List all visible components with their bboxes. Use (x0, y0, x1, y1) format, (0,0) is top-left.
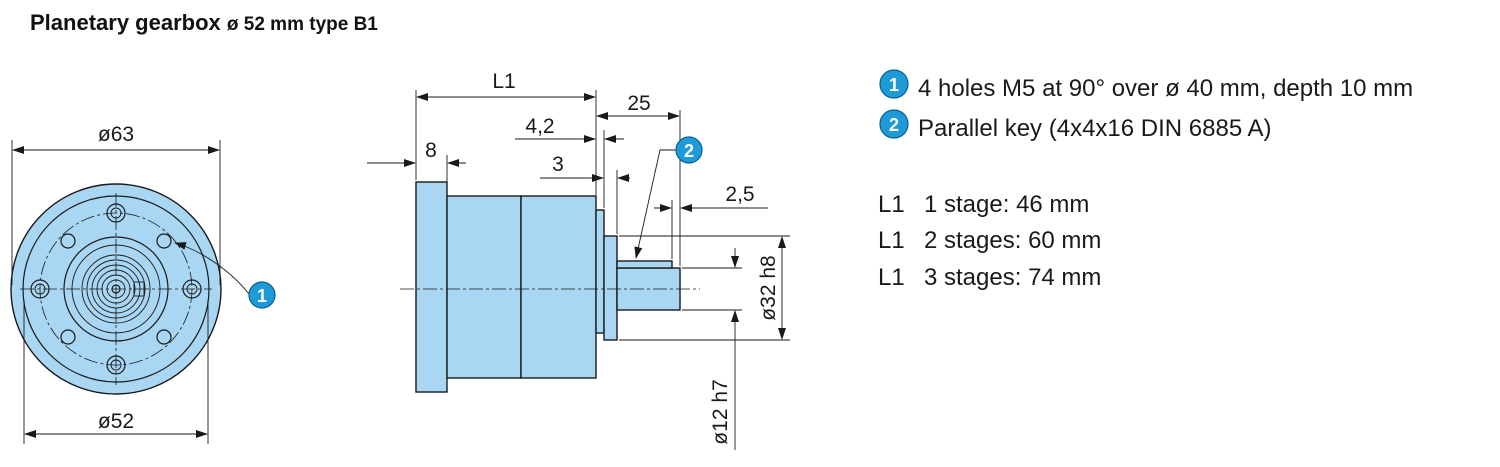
legend-note-2-text: Parallel key (4x4x16 DIN 6885 A) (918, 115, 1272, 142)
side-flange (415, 181, 448, 393)
side-collar (603, 235, 618, 341)
side-key (616, 260, 673, 269)
title-sub: ø 52 mm type B1 (226, 14, 378, 35)
legend-badge-1-label: 1 (889, 75, 899, 95)
front-m5-holes (30, 203, 202, 375)
dim-63-label: ø63 (98, 123, 134, 146)
legend-note-1: 1 4 holes M5 at 90° over ø 40 mm, depth … (879, 69, 1413, 102)
front-view: ø63 ø52 1 (10, 123, 276, 444)
legend-badge-2-label: 2 (889, 115, 899, 135)
dim-32-label: ø32 h8 (757, 255, 780, 320)
dim-12-label: ø12 h7 (709, 379, 732, 444)
dim-25-label: 25 (627, 92, 650, 115)
title-main: Planetary gearbox (30, 10, 221, 35)
side-housing-stage-1 (446, 195, 522, 379)
dim-3-label: 3 (552, 153, 564, 176)
callout-1-label-front: 1 (257, 286, 267, 306)
stage-2-text: 2 stages: 60 mm (924, 227, 1101, 254)
dim-8-label: 8 (425, 139, 437, 162)
dim-2-5-label: 2,5 (725, 183, 754, 206)
side-housing-stage-2 (520, 195, 597, 379)
dim-4-2-label: 4,2 (525, 115, 554, 138)
legend-stage-1: L1 1 stage: 46 mm (878, 191, 1089, 218)
stage-2-label: L1 (878, 227, 905, 254)
dim-52-label: ø52 (98, 410, 134, 433)
front-mounting-holes (60, 233, 172, 345)
legend-stage-3: L1 3 stages: 74 mm (878, 264, 1101, 291)
page-title: Planetary gearbox ø 52 mm type B1 (30, 6, 378, 42)
legend: 1 4 holes M5 at 90° over ø 40 mm, depth … (878, 69, 1413, 291)
side-view: L1 25 4,2 8 3 2,5 ø32 h8 (367, 70, 790, 450)
callout-2-badge-side (675, 136, 703, 164)
stage-1-label: L1 (878, 191, 905, 218)
callout-2-label-side: 2 (684, 141, 694, 161)
stage-1-text: 1 stage: 46 mm (924, 191, 1089, 218)
side-step (595, 209, 605, 334)
legend-badge-1 (879, 69, 909, 99)
stage-3-text: 3 stages: 74 mm (924, 264, 1101, 291)
legend-badge-2 (879, 109, 909, 139)
stage-3-label: L1 (878, 264, 905, 291)
legend-stage-2: L1 2 stages: 60 mm (878, 227, 1101, 254)
dim-l1-label: L1 (492, 70, 515, 93)
callout-1-badge-front (248, 281, 276, 309)
callout-1-leader (174, 242, 250, 295)
legend-note-1-text: 4 holes M5 at 90° over ø 40 mm, depth 10… (918, 75, 1413, 102)
legend-note-2: 2 Parallel key (4x4x16 DIN 6885 A) (879, 109, 1272, 142)
callout-2-leader (634, 149, 676, 259)
